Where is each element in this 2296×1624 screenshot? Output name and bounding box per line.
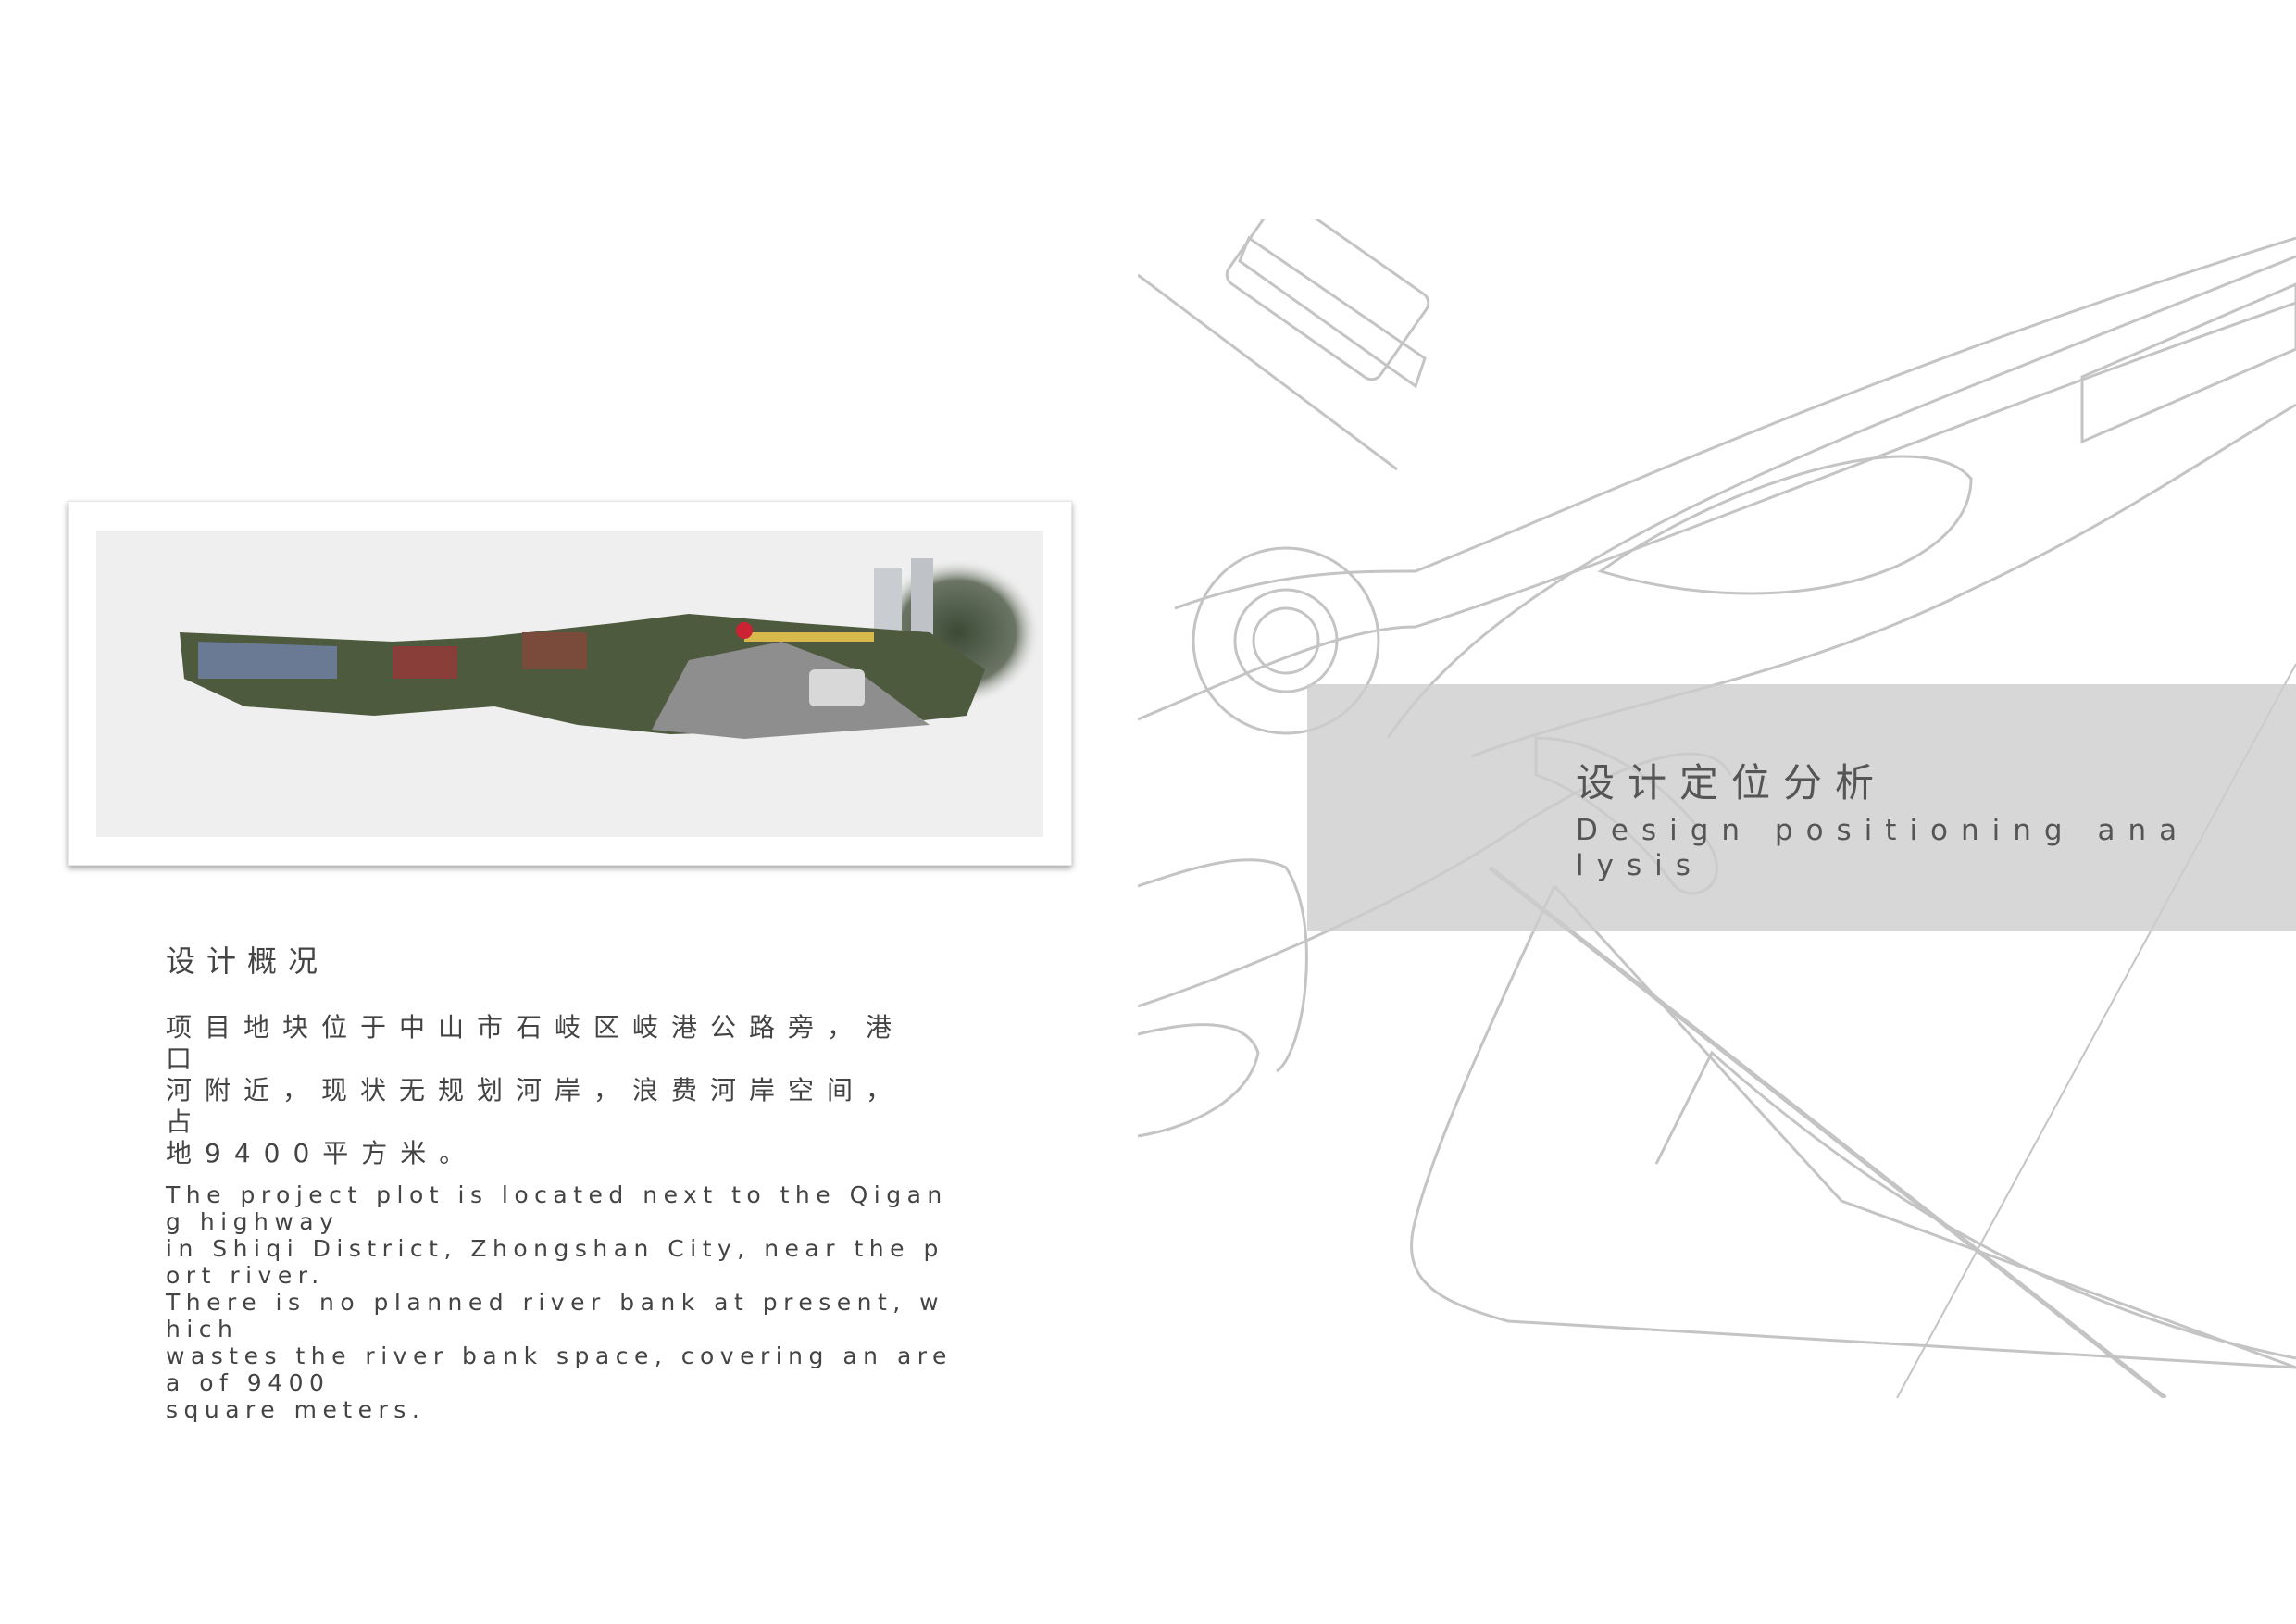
overview-chinese-text: 项目地块位于中山市石岐区岐港公路旁，港 口 河附近，现状无规划河岸，浪费河岸空间… xyxy=(166,1012,905,1169)
en-line: ort river. xyxy=(166,1262,325,1289)
en-line: a of 9400 xyxy=(166,1369,331,1396)
en-line: There is no planned river bank at presen… xyxy=(166,1289,945,1316)
cn-line: 口 xyxy=(166,1043,206,1074)
cn-line: 项目地块位于中山市石岐区岐港公路旁，港 xyxy=(166,1012,905,1043)
positioning-title: 设计定位分析 xyxy=(1576,760,1888,806)
en-line: The project plot is located next to the … xyxy=(166,1181,948,1208)
cn-line: 河附近，现状无规划河岸，浪费河岸空间， xyxy=(166,1075,905,1106)
positioning-banner xyxy=(1307,684,2296,931)
en-line: wastes the river bank space, covering an… xyxy=(166,1343,953,1369)
subtitle-line: Design positioning ana xyxy=(1576,814,2190,847)
en-line: in Shiqi District, Zhongshan City, near … xyxy=(166,1235,944,1262)
overview-title: 设计概况 xyxy=(166,943,330,979)
en-line: square meters. xyxy=(166,1396,426,1423)
site-photo-frame xyxy=(68,501,1072,866)
en-line: hich xyxy=(166,1316,239,1343)
subtitle-line: lysis xyxy=(1576,849,1703,882)
positioning-subtitle: Design positioning ana lysis xyxy=(1576,813,2190,883)
en-line: g highway xyxy=(166,1208,340,1235)
site-panorama-photo xyxy=(96,531,1043,837)
cn-line: 地9400平方米。 xyxy=(166,1138,479,1168)
overview-english-text: The project plot is located next to the … xyxy=(166,1181,953,1423)
cn-line: 占 xyxy=(166,1106,206,1137)
